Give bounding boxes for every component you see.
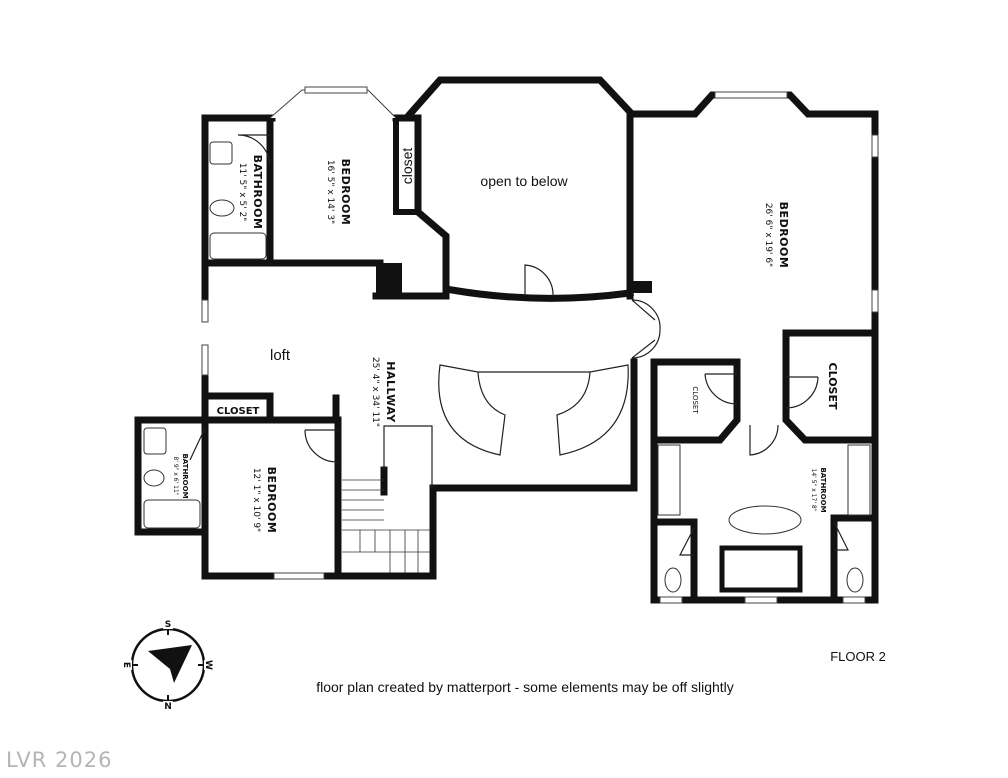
compass-left-letter: E [121, 662, 131, 668]
window-small-bedroom [273, 572, 325, 580]
compass-bottom-letter: N [164, 702, 172, 712]
dims-hallway: 25' 4" x 34' 11" [370, 357, 380, 427]
door-top-bathroom [237, 134, 271, 166]
compass-right-letter: W [203, 660, 213, 670]
wall-small-bath [134, 416, 209, 536]
sink-master-left [657, 444, 681, 516]
watermark: LVR 2026 [6, 748, 113, 772]
label-loft: loft [270, 347, 291, 364]
door-stall-right [833, 521, 849, 551]
closet-fill-block [376, 263, 402, 296]
label-open-below: open to below [480, 173, 568, 189]
wall-master-bedroom [626, 91, 879, 604]
toilet-master-right [846, 567, 864, 593]
label-bathroom-small: BATHROOM [181, 453, 189, 498]
label-bedroom-small: BEDROOM [265, 467, 278, 534]
wall-open-below [405, 76, 634, 300]
tub-master-bathroom [728, 505, 802, 535]
wall-open-below-curve [447, 285, 634, 302]
floor-label: FLOOR 2 [830, 649, 886, 664]
wall-bath-stalls-right [830, 514, 879, 604]
pillar-right [630, 281, 652, 293]
sink-small-bathroom [143, 427, 167, 455]
window-loft-1 [201, 299, 209, 323]
toilet-top-bathroom [209, 199, 235, 217]
window-loft-2 [201, 344, 209, 376]
label-bedroom-master: BEDROOM [777, 202, 790, 269]
wall-top-left-block [201, 114, 276, 267]
window-master-bath-left [659, 596, 683, 604]
shower-master-bathroom [719, 545, 803, 593]
dims-bathroom-master: 14' 5" x 17' 8" [810, 469, 817, 512]
toilet-small-bathroom [143, 469, 165, 487]
door-open-below [524, 264, 554, 297]
dims-bedroom-top: 16' 5" x 14' 3" [325, 160, 335, 224]
label-bedroom-top: BEDROOM [339, 159, 352, 226]
label-closet-master: CLOSET [826, 363, 839, 410]
window-master-bay [714, 91, 788, 99]
wall-loft-closet [201, 392, 274, 424]
tub-top-bathroom [209, 232, 267, 260]
door-master-bath [749, 424, 779, 456]
walls [134, 76, 879, 604]
window-master-side-2 [871, 289, 879, 313]
dims-bedroom-master: 26' 6" x 19' 6" [763, 203, 773, 267]
stair-treads [342, 479, 430, 573]
door-master-closet [785, 376, 819, 409]
door-stall-left [679, 527, 695, 556]
window-master-bath-right [842, 596, 866, 604]
label-hallway: HALLWAY [384, 361, 397, 423]
stair-curve-left [438, 364, 506, 456]
door-small-bedroom [304, 429, 339, 463]
stair-curve-right [556, 364, 629, 456]
room-labels: BATHROOM 11' 5" x 5' 2" BEDROOM 16' 5" x… [172, 148, 839, 534]
sink-master-right [847, 444, 871, 516]
wall-stair-block [334, 358, 638, 580]
dims-bathroom-small: 8' 9" x 6' 11" [172, 456, 179, 495]
dims-bedroom-small: 12' 1" x 10' 9" [251, 468, 261, 532]
details [143, 86, 879, 604]
compass: S N E W [121, 619, 214, 712]
door-closet-mid [704, 373, 738, 405]
label-closet-top: closet [399, 148, 415, 185]
window-master-side-1 [871, 134, 879, 158]
tub-small-bathroom [143, 499, 201, 529]
label-closet-loft: CLOSET [217, 406, 260, 417]
sink-top-bathroom [209, 141, 233, 165]
wall-bath-stalls [650, 518, 698, 604]
toilet-master-left [664, 567, 682, 593]
stair-rail [383, 425, 433, 488]
door-double-master [631, 299, 661, 359]
label-bathroom-top: BATHROOM [251, 155, 264, 230]
window-master-bath-bottom [744, 596, 778, 604]
window-bay-top-bedroom [269, 89, 397, 119]
compass-top-letter: S [165, 620, 171, 630]
window-top-bedroom [304, 86, 368, 94]
footnote: floor plan created by matterport - some … [316, 679, 734, 695]
label-closet-mid: CLOSET [691, 386, 699, 414]
closet-top-box [393, 115, 421, 215]
compass-arrow-icon [148, 645, 192, 683]
dims-bathroom-top: 11' 5" x 5' 2" [237, 163, 247, 222]
wall-closet-mid [650, 358, 741, 444]
door-small-bath [189, 427, 206, 461]
label-bathroom-master: BATHROOM [819, 467, 827, 512]
